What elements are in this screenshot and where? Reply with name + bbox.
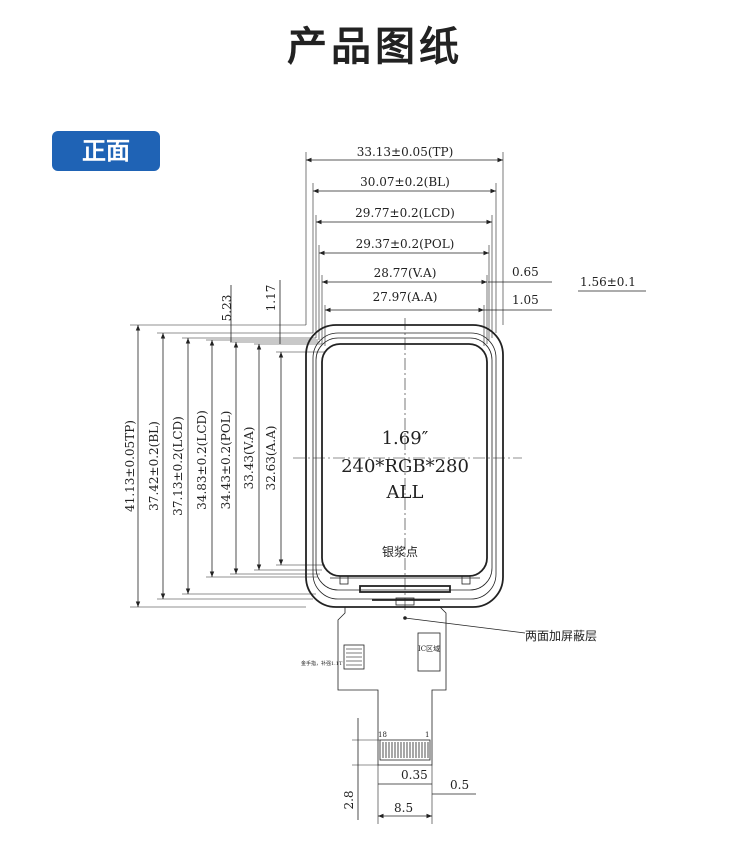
vertical-dimensions: 41.13±0.05TP) 37.42±0.2(BL) 37.13±0.2(LC… bbox=[123, 280, 325, 608]
ic-area-label: IC区域 bbox=[418, 644, 440, 653]
dim-lcd2-height: 34.83±0.2(LCD) bbox=[195, 410, 209, 510]
dim-pitch: 0.35 bbox=[401, 768, 428, 782]
display-resolution-label: 240*RGB*280 bbox=[341, 456, 469, 477]
pin-first-label: 18 bbox=[378, 731, 387, 739]
dim-va-width: 28.77(V.A) bbox=[374, 266, 437, 280]
fpc-cable: 两面加屏蔽层 IC区域 金手指，补强1.1T bbox=[301, 597, 597, 824]
dim-bl-height: 37.42±0.2(BL) bbox=[147, 421, 161, 511]
dim-va-height: 33.43(V.A) bbox=[242, 427, 256, 490]
dim-lcd-height: 37.13±0.2(LCD) bbox=[171, 416, 185, 516]
dim-top-117: 1.17 bbox=[264, 285, 278, 312]
bl-outline bbox=[312, 332, 497, 600]
dim-right-065: 0.65 bbox=[512, 265, 539, 279]
lcd-outline bbox=[315, 337, 493, 591]
dim-aa-width: 27.97(A.A) bbox=[373, 290, 438, 304]
dim-lcd-width: 29.77±0.2(LCD) bbox=[355, 206, 455, 220]
ic-area bbox=[417, 632, 441, 672]
gold-finger-area bbox=[379, 739, 431, 761]
dim-tp-height: 41.13±0.05TP) bbox=[123, 420, 137, 512]
dim-right-105: 1.05 bbox=[512, 293, 539, 307]
module-outline bbox=[293, 318, 522, 610]
dim-bl-width: 30.07±0.2(BL) bbox=[360, 175, 450, 189]
pin-last-label: 1 bbox=[425, 731, 429, 739]
dim-thickness: 1.56±0.1 bbox=[580, 275, 636, 289]
section-badge-front: 正面 bbox=[52, 131, 160, 171]
horizontal-dimensions: 33.13±0.05(TP) 30.07±0.2(BL) 29.77±0.2(L… bbox=[305, 145, 646, 346]
dim-top-523: 5.23 bbox=[220, 295, 234, 322]
silver-paste-label: 银浆点 bbox=[382, 544, 418, 559]
dim-pol-width: 29.37±0.2(POL) bbox=[356, 237, 455, 251]
dim-width: 8.5 bbox=[394, 801, 413, 815]
tp-outline bbox=[305, 324, 504, 608]
dim-pol-height: 34.43±0.2(POL) bbox=[219, 411, 233, 510]
page-title: 产品图纸 bbox=[287, 24, 463, 70]
dim-tp-width: 33.13±0.05(TP) bbox=[357, 145, 454, 159]
small-connector-pads bbox=[343, 644, 365, 670]
display-mode-label: ALL bbox=[386, 482, 424, 503]
gold-finger-pins bbox=[382, 742, 429, 758]
dim-gap: 0.5 bbox=[450, 778, 469, 792]
display-size-label: 1.69″ bbox=[382, 428, 429, 449]
dim-aa-height: 32.63(A.A) bbox=[264, 426, 278, 491]
fpc-shield-label: 两面加屏蔽层 bbox=[525, 629, 597, 643]
small-connector-note: 金手指，补强1.1T bbox=[301, 660, 343, 667]
dim-height: 2.8 bbox=[342, 790, 356, 809]
active-area-outline bbox=[321, 343, 488, 577]
